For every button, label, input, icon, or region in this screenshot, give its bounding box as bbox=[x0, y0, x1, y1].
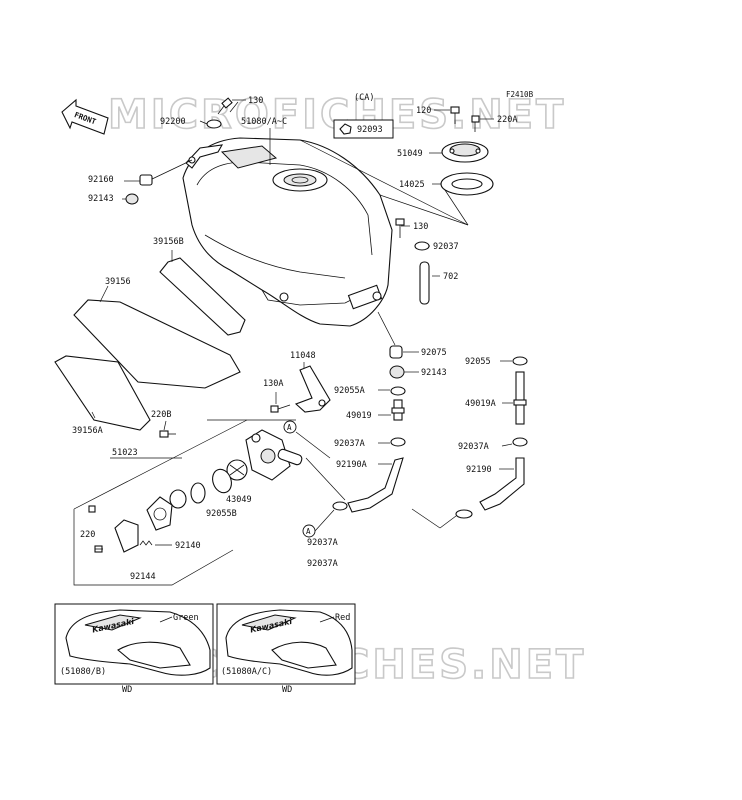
label-130A: 130A bbox=[263, 379, 283, 389]
label-49019A: 49019A bbox=[465, 399, 496, 409]
pipe-49019A bbox=[502, 371, 527, 425]
ring-14025 bbox=[432, 172, 494, 196]
pipe-49019 bbox=[378, 399, 405, 421]
label-14025: 14025 bbox=[399, 180, 425, 190]
diagram-code: F2410B bbox=[506, 90, 534, 99]
label-43049: 43049 bbox=[226, 495, 252, 505]
label-92037A-2: 92037A bbox=[307, 538, 338, 548]
variant-code-red: (51080A/C) bbox=[221, 667, 272, 677]
variant-panel-red: Kawasaki Red (51080A/C) bbox=[216, 603, 356, 685]
label-ca: (CA) bbox=[354, 93, 374, 103]
hose-92190A-left bbox=[347, 457, 404, 513]
label-92037: 92037 bbox=[433, 242, 459, 252]
damper-92143-left bbox=[125, 193, 139, 205]
label-39156A: 39156A bbox=[72, 426, 103, 436]
label-92200: 92200 bbox=[160, 117, 186, 127]
damper-92160 bbox=[139, 174, 153, 186]
fuel-cock-body bbox=[245, 429, 303, 481]
label-120: 120 bbox=[416, 106, 431, 116]
damper-92075 bbox=[377, 311, 419, 359]
screw-220B bbox=[159, 420, 176, 438]
label-92075: 92075 bbox=[421, 348, 447, 358]
variant-color-red: Red bbox=[335, 613, 350, 623]
label-92143-right: 92143 bbox=[421, 368, 447, 378]
washer-92200 bbox=[206, 119, 222, 129]
spring-washer-group bbox=[169, 482, 206, 509]
variant-color-green: Green bbox=[173, 613, 199, 623]
variant-market-green: WD bbox=[122, 685, 132, 695]
label-92140: 92140 bbox=[175, 541, 201, 551]
bolt-130-top bbox=[217, 97, 246, 115]
leader-lines-tank bbox=[122, 101, 469, 277]
ref-a-top-label: A bbox=[287, 423, 292, 432]
label-92037A-4: 92037A bbox=[458, 442, 489, 452]
label-130-mid: 130 bbox=[413, 222, 428, 232]
label-92190: 92190 bbox=[466, 465, 492, 475]
tube-702 bbox=[419, 261, 430, 305]
pump-assembly-frame bbox=[73, 419, 296, 586]
label-51049: 51049 bbox=[397, 149, 423, 159]
label-130-top: 130 bbox=[248, 96, 263, 106]
clamp-hose-right bbox=[455, 509, 473, 519]
clamp-92037A-right bbox=[512, 437, 528, 447]
clamp-92037 bbox=[414, 241, 430, 251]
spring-92140 bbox=[139, 540, 172, 546]
label-92055A: 92055A bbox=[334, 386, 365, 396]
o-ring-92055 bbox=[512, 356, 528, 366]
label-11048: 11048 bbox=[290, 351, 316, 361]
clamp-92037A-left bbox=[332, 501, 348, 511]
label-92055: 92055 bbox=[465, 357, 491, 367]
label-49019: 49019 bbox=[346, 411, 372, 421]
label-220B: 220B bbox=[151, 410, 171, 420]
label-92160: 92160 bbox=[88, 175, 114, 185]
label-92143-left: 92143 bbox=[88, 194, 114, 204]
pad-39156 bbox=[73, 285, 241, 389]
label-220: 220 bbox=[80, 530, 95, 540]
pad-39156A bbox=[54, 355, 151, 431]
o-ring-92055B bbox=[212, 468, 232, 494]
pad-39156B bbox=[159, 250, 246, 336]
label-92144: 92144 bbox=[130, 572, 156, 582]
knob-lever bbox=[114, 519, 139, 553]
label-39156: 39156 bbox=[105, 277, 131, 287]
screws-120-220a bbox=[434, 106, 494, 132]
variant-panel-green: Kawasaki Green (51080/B) bbox=[54, 603, 214, 685]
clamp-92037A-center bbox=[390, 437, 406, 447]
nut-92093 bbox=[339, 123, 352, 135]
label-92093: 92093 bbox=[357, 125, 383, 135]
fuel-tank bbox=[182, 137, 393, 327]
ref-a-top: A bbox=[283, 420, 331, 459]
label-39156B: 39156B bbox=[153, 237, 184, 247]
ref-a-bottom-label: A bbox=[306, 527, 311, 536]
lever-cover bbox=[146, 496, 173, 531]
hose-92190-right bbox=[479, 457, 525, 511]
bolt-130-mid bbox=[395, 218, 405, 238]
screw-220 bbox=[88, 505, 103, 553]
fuel-cap-51049 bbox=[429, 141, 489, 163]
label-92037A-3: 92037A bbox=[307, 559, 338, 569]
region-ca-box: (CA) 92093 bbox=[333, 93, 394, 139]
label-702: 702 bbox=[443, 272, 458, 282]
label-92055B: 92055B bbox=[206, 509, 237, 519]
label-92190A: 92190A bbox=[336, 460, 367, 470]
lever-43049 bbox=[226, 459, 248, 481]
o-ring-92055A bbox=[390, 386, 406, 396]
damper-92143-right bbox=[389, 365, 405, 379]
bolt-130A bbox=[270, 392, 291, 413]
ref-a-bottom: A bbox=[302, 509, 335, 538]
front-arrow-icon: FRONT bbox=[61, 98, 109, 135]
label-92037A-1: 92037A bbox=[334, 439, 365, 449]
variant-market-red: WD bbox=[282, 685, 292, 695]
variant-code-green: (51080/B) bbox=[60, 667, 106, 677]
label-51023: 51023 bbox=[112, 448, 138, 458]
bracket-11048 bbox=[294, 362, 331, 413]
label-51080: 51080/A~C bbox=[241, 117, 287, 127]
label-220A: 220A bbox=[497, 115, 517, 125]
